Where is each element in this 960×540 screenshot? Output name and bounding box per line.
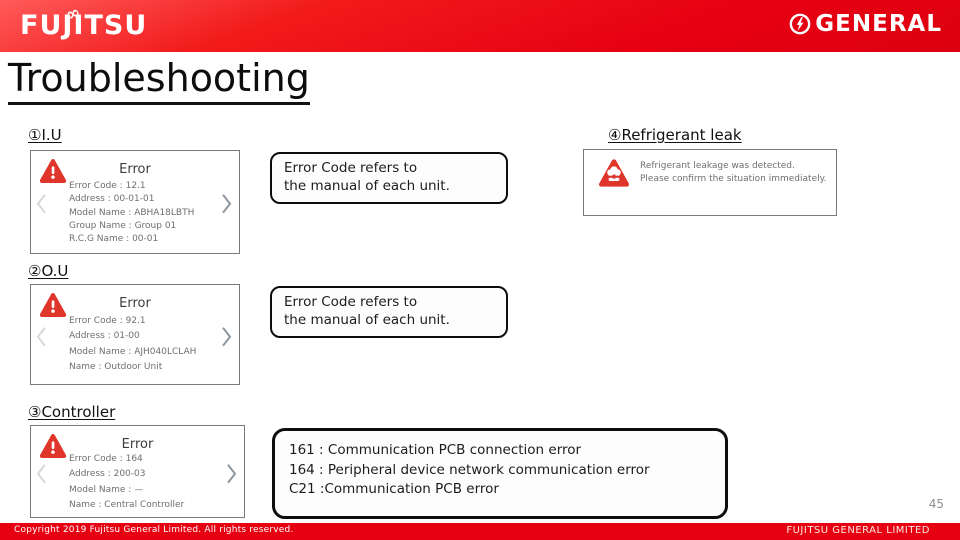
controller-error-codes-box: 161 : Communication PCB connection error… [272,428,728,519]
refrigerant-leak-message: Refrigerant leakage was detected. Please… [640,161,827,184]
error-detail-line: Name : Outdoor Unit [69,362,163,373]
note-box-iu: Error Code refers to the manual of each … [270,152,508,204]
next-arrow-icon[interactable] [221,193,232,215]
error-detail-line: Address : 200-03 [69,469,146,480]
error-detail-line: Address : 00-01-01 [69,194,155,205]
copyright-text: Copyright 2019 Fujitsu General Limited. … [14,525,294,535]
warning-icon [39,434,67,458]
page-title: Troubleshooting [8,56,310,105]
warning-icon [39,293,67,317]
controller-error-screen: Error Error Code : 164 Address : 200-03 … [30,425,245,518]
error-detail-line: Model Name : — [69,484,144,495]
error-detail-line: Model Name : ABHA18LBTH [69,207,195,218]
page-number: 45 [928,497,944,511]
error-detail-line: Group Name : Group 01 [69,220,177,231]
prev-arrow-icon[interactable] [36,325,47,347]
error-detail-lines: Error Code : 164 Address : 200-03 Model … [69,452,184,514]
refrigerant-leak-icon [599,159,629,187]
footer-bar: Copyright 2019 Fujitsu General Limited. … [0,523,960,540]
header-band: FUJITSU ∞ GENERAL [0,0,960,52]
company-name: FUJITSU GENERAL LIMITED [786,525,930,536]
iu-error-screen: Error Error Code : 12.1 Address : 00-01-… [30,150,240,254]
next-arrow-icon[interactable] [226,462,237,484]
error-detail-line: Error Code : 12.1 [69,181,146,191]
error-detail-lines: Error Code : 92.1 Address : 01-00 Model … [69,314,196,376]
error-detail-lines: Error Code : 12.1 Address : 00-01-01 Mod… [69,180,194,246]
section-label-controller: ③Controller [28,403,116,421]
error-detail-line: Address : 01-00 [69,331,140,342]
prev-arrow-icon[interactable] [36,462,47,484]
section-label-iu: ①I.U [28,126,62,144]
note-box-ou: Error Code refers to the manual of each … [270,286,508,338]
ou-error-screen: Error Error Code : 92.1 Address : 01-00 … [30,284,240,385]
error-detail-line: R.C.G Name : 00-01 [69,234,159,245]
general-logo: GENERAL [789,11,942,37]
fujitsu-logo-text: FUJITSU [20,10,148,41]
error-screen-title: Error [121,437,154,452]
section-label-refrigerant-leak: ④Refrigerant leak [608,126,742,144]
error-screen-title: Error [119,296,151,311]
error-detail-line: Name : Central Controller [69,500,185,511]
error-detail-line: Error Code : 164 [69,454,143,464]
general-logo-text: GENERAL [815,11,942,37]
section-label-ou: ②O.U [28,262,69,280]
fujitsu-logo: FUJITSU ∞ [20,2,148,43]
error-screen-title: Error [119,162,151,177]
refrigerant-leak-screen: Refrigerant leakage was detected. Please… [583,149,837,216]
error-detail-line: Model Name : AJH040LCLAH [69,346,197,357]
next-arrow-icon[interactable] [221,325,232,347]
warning-icon [39,159,67,183]
prev-arrow-icon[interactable] [36,193,47,215]
lightning-bolt-icon [789,13,811,35]
error-detail-line: Error Code : 92.1 [69,316,146,326]
